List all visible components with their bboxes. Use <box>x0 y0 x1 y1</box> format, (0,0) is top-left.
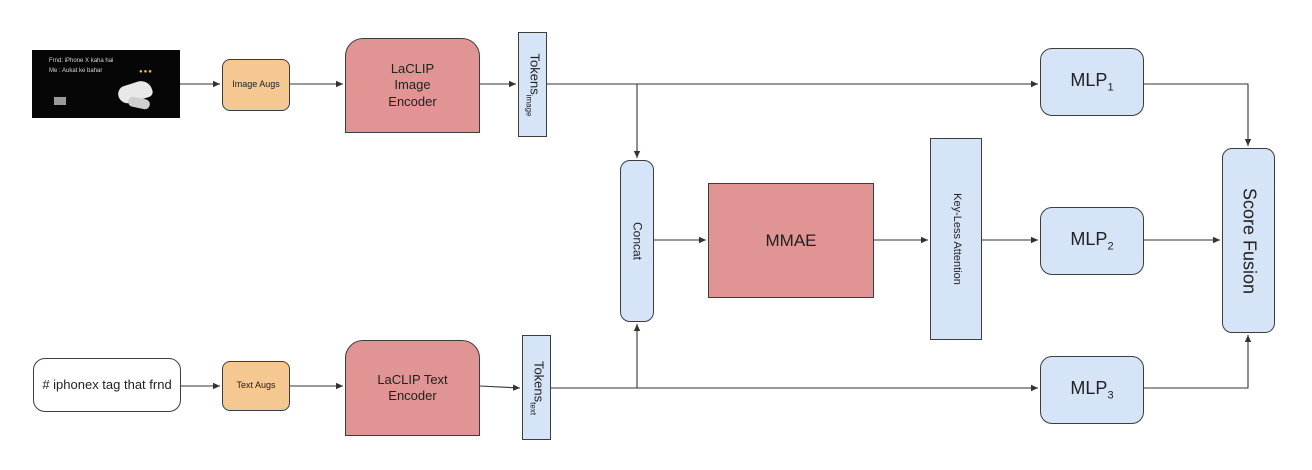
text-input-box: # iphonex tag that frnd <box>33 358 181 412</box>
score-fusion-label: Score Fusion <box>1238 187 1259 294</box>
tokens-image-box: Tokensimage <box>518 32 547 137</box>
meme-caption-line1: Frnd: iPhone X kaha hai <box>49 58 114 64</box>
tokens-text-box: Tokenstext <box>522 335 551 440</box>
score-fusion-box: Score Fusion <box>1222 148 1275 333</box>
key-less-attention-label: Key-Less Attention <box>950 193 963 285</box>
emoji-icon: ●●● <box>139 69 153 75</box>
mlp1-box: MLP1 <box>1040 48 1144 116</box>
image-encoder-label: LaCLIP Image Encoder <box>388 61 437 109</box>
mmae-box: MMAE <box>708 183 874 298</box>
mlp3-box: MLP3 <box>1040 356 1144 424</box>
concat-box: Concat <box>620 160 654 322</box>
text-input-label: # iphonex tag that frnd <box>42 376 172 392</box>
text-encoder-label: LaCLIP Text Encoder <box>377 371 448 403</box>
meme-figure-shape <box>127 95 151 111</box>
text-augs-box: Text Augs <box>222 361 290 411</box>
mlp3-label: MLP3 <box>1070 377 1114 402</box>
mmae-label: MMAE <box>765 230 817 250</box>
image-augs-label: Image Augs <box>232 79 280 90</box>
mlp2-label: MLP2 <box>1070 228 1114 253</box>
text-encoder-box: LaCLIP Text Encoder <box>345 340 480 436</box>
watermark-icon <box>54 97 66 105</box>
arrow-mlp3-to-score-fusion <box>1144 335 1252 389</box>
arrow-mlp1-to-score-fusion <box>1144 83 1252 146</box>
concat-label: Concat <box>630 221 645 261</box>
mlp2-box: MLP2 <box>1040 207 1144 275</box>
arrow-text-encoder-to-tokens <box>479 384 521 391</box>
text-augs-label: Text Augs <box>236 380 276 391</box>
meme-caption-line2: Me : Aukat ke bahar <box>49 68 103 74</box>
image-encoder-box: LaCLIP Image Encoder <box>345 38 480 133</box>
meme-image: Frnd: iPhone X kaha hai Me : Aukat ke ba… <box>32 50 180 118</box>
image-augs-box: Image Augs <box>222 59 290 111</box>
tokens-image-label: Tokensimage <box>524 53 542 116</box>
mlp1-label: MLP1 <box>1070 69 1114 94</box>
tokens-text-label: Tokenstext <box>528 360 546 415</box>
key-less-attention-box: Key-Less Attention <box>930 138 982 340</box>
